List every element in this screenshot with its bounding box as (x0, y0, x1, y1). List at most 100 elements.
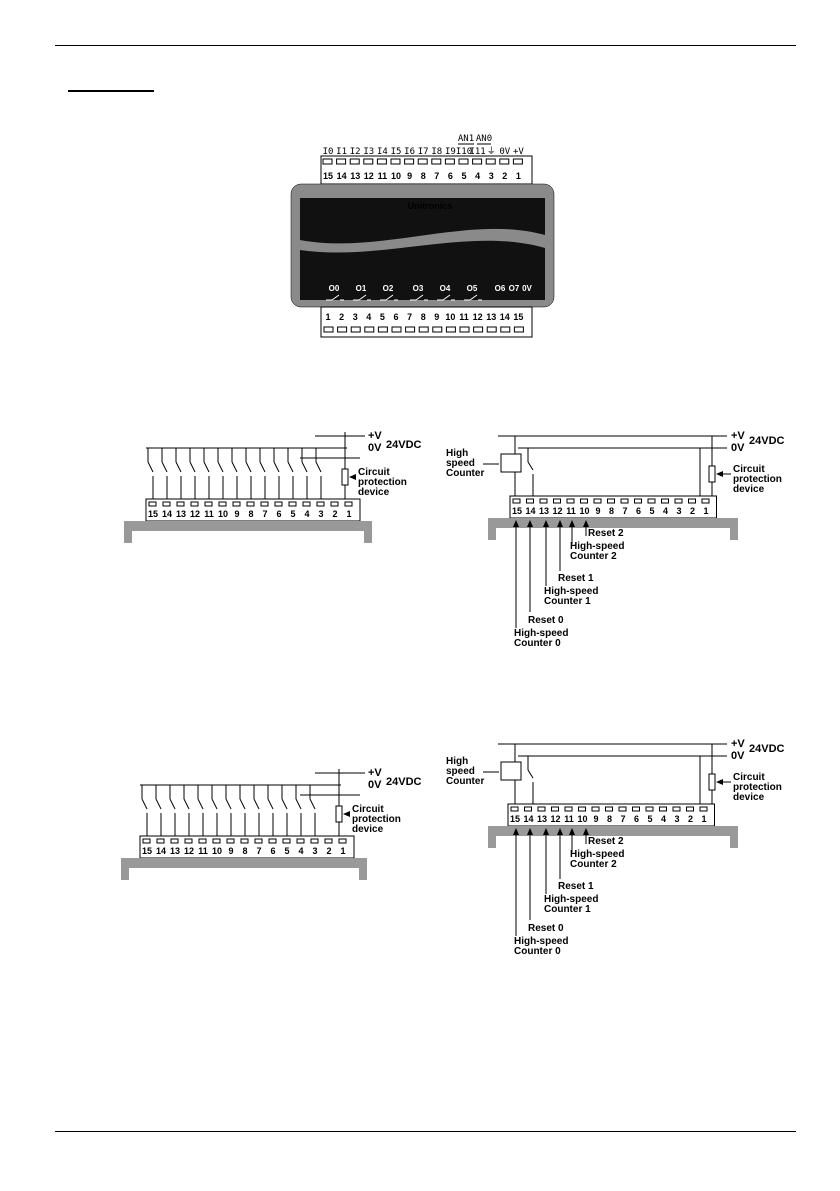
terminal-number: 15 (512, 506, 522, 516)
terminal-number: 9 (593, 814, 598, 824)
terminal-screw (322, 158, 333, 165)
terminal-screw (405, 326, 416, 333)
switch-contact (245, 461, 252, 473)
input-label: I11 (469, 147, 485, 157)
terminal-number: 4 (661, 814, 666, 824)
terminal-screw (148, 501, 157, 507)
switch-contact (183, 798, 190, 810)
input-terminal-number: 9 (407, 171, 412, 181)
output-terminal-number: 7 (407, 312, 412, 322)
terminal-screw (485, 158, 496, 165)
high-speed-counter-0-label: Counter 0 (514, 946, 561, 957)
switch-contact (315, 461, 322, 473)
output-terminal-number: 8 (421, 312, 426, 322)
counter-arrow (527, 520, 533, 527)
terminal-screw (288, 501, 297, 507)
terminal-screw (404, 158, 415, 165)
contact-switch (385, 294, 394, 301)
terminal-number: 6 (270, 846, 275, 856)
terminal-number: 6 (636, 506, 641, 516)
counter-arrow (569, 828, 575, 835)
terminal-screw (260, 501, 269, 507)
input-label: I9 (445, 147, 456, 157)
terminal-screw (473, 326, 484, 333)
terminal-number: 3 (312, 846, 317, 856)
counter-arrow (583, 828, 589, 835)
terminal-screw (512, 498, 521, 504)
din-rail (488, 826, 738, 848)
terminal-number: 8 (609, 506, 614, 516)
high-speed-counter-label: speed (446, 766, 475, 777)
input-label: I5 (391, 147, 402, 157)
terminal-number: 13 (537, 814, 547, 824)
terminal-number: 4 (298, 846, 303, 856)
input-label: I3 (363, 147, 374, 157)
terminal-number: 9 (234, 509, 239, 519)
circuit-protection-label: Circuit (358, 467, 390, 478)
high-speed-counter-label: speed (446, 458, 475, 469)
input-terminal-number: 2 (502, 171, 507, 181)
counter-arrow (543, 520, 549, 527)
din-rail (124, 521, 372, 543)
switch-contact (295, 798, 302, 810)
terminal-number: 13 (170, 846, 180, 856)
output-label: 0V (522, 284, 532, 293)
terminal-screw (645, 806, 654, 812)
output-terminal-number: 3 (353, 312, 358, 322)
terminal-number: 10 (579, 506, 589, 516)
display-upper (300, 198, 545, 244)
counter-arrow (557, 828, 563, 835)
terminal-number: 11 (204, 509, 214, 519)
input-label: I4 (377, 147, 388, 157)
terminal-number: 5 (290, 509, 295, 519)
terminal-screw (418, 326, 429, 333)
terminal-number: 7 (622, 506, 627, 516)
terminal-screw (632, 806, 640, 812)
circuit-protection-label: Circuit (733, 464, 765, 475)
high-speed-counter-1-label: Counter 1 (544, 596, 591, 607)
terminal-screw (524, 806, 532, 812)
output-terminal-number: 5 (380, 312, 385, 322)
circuit-protection-label: protection (352, 814, 401, 825)
switch-contact (189, 461, 196, 473)
terminal-screw (551, 806, 559, 812)
terminal-screw (364, 326, 375, 333)
terminal-screw (316, 501, 325, 507)
terminal-number: 8 (248, 509, 253, 519)
terminal-screw (539, 498, 548, 504)
terminal-screw (156, 838, 165, 844)
terminal-number: 13 (176, 509, 186, 519)
fuse-pointer-arrow (716, 471, 723, 477)
counter-arrow (543, 828, 549, 835)
terminal-number: 10 (212, 846, 222, 856)
output-label: O7 (509, 284, 520, 293)
terminal-number: 13 (539, 506, 549, 516)
terminal-screw (526, 498, 534, 504)
counter-arrow (569, 520, 575, 527)
voltage-label: 24VDC (749, 743, 785, 755)
high-speed-counter-2-label: Counter 2 (570, 859, 617, 870)
terminal-number: 14 (162, 509, 172, 519)
output-terminal-number: 11 (459, 312, 469, 322)
terminal-number: 12 (190, 509, 200, 519)
terminal-screw (377, 326, 388, 333)
switch-contact (217, 461, 224, 473)
terminal-number: 1 (340, 846, 345, 856)
switch-contact (301, 461, 308, 473)
counter-arrow (527, 828, 533, 835)
reset-contact (527, 769, 534, 779)
terminal-screw (591, 806, 600, 812)
terminal-screw (432, 326, 443, 333)
terminal-number: 2 (326, 846, 331, 856)
terminal-screw (170, 838, 179, 844)
high-speed-counter-0-label: Counter 0 (514, 638, 561, 649)
terminal-screw (593, 498, 602, 504)
reset-1-label: Reset 1 (558, 573, 594, 584)
terminal-screw (198, 838, 207, 844)
terminal-screw (296, 838, 305, 844)
switch-contact (147, 461, 154, 473)
input-terminal-number: 10 (391, 171, 401, 181)
terminal-number: 10 (218, 509, 228, 519)
high-speed-counter-2-label: Counter 2 (570, 551, 617, 562)
terminal-screw (324, 838, 333, 844)
